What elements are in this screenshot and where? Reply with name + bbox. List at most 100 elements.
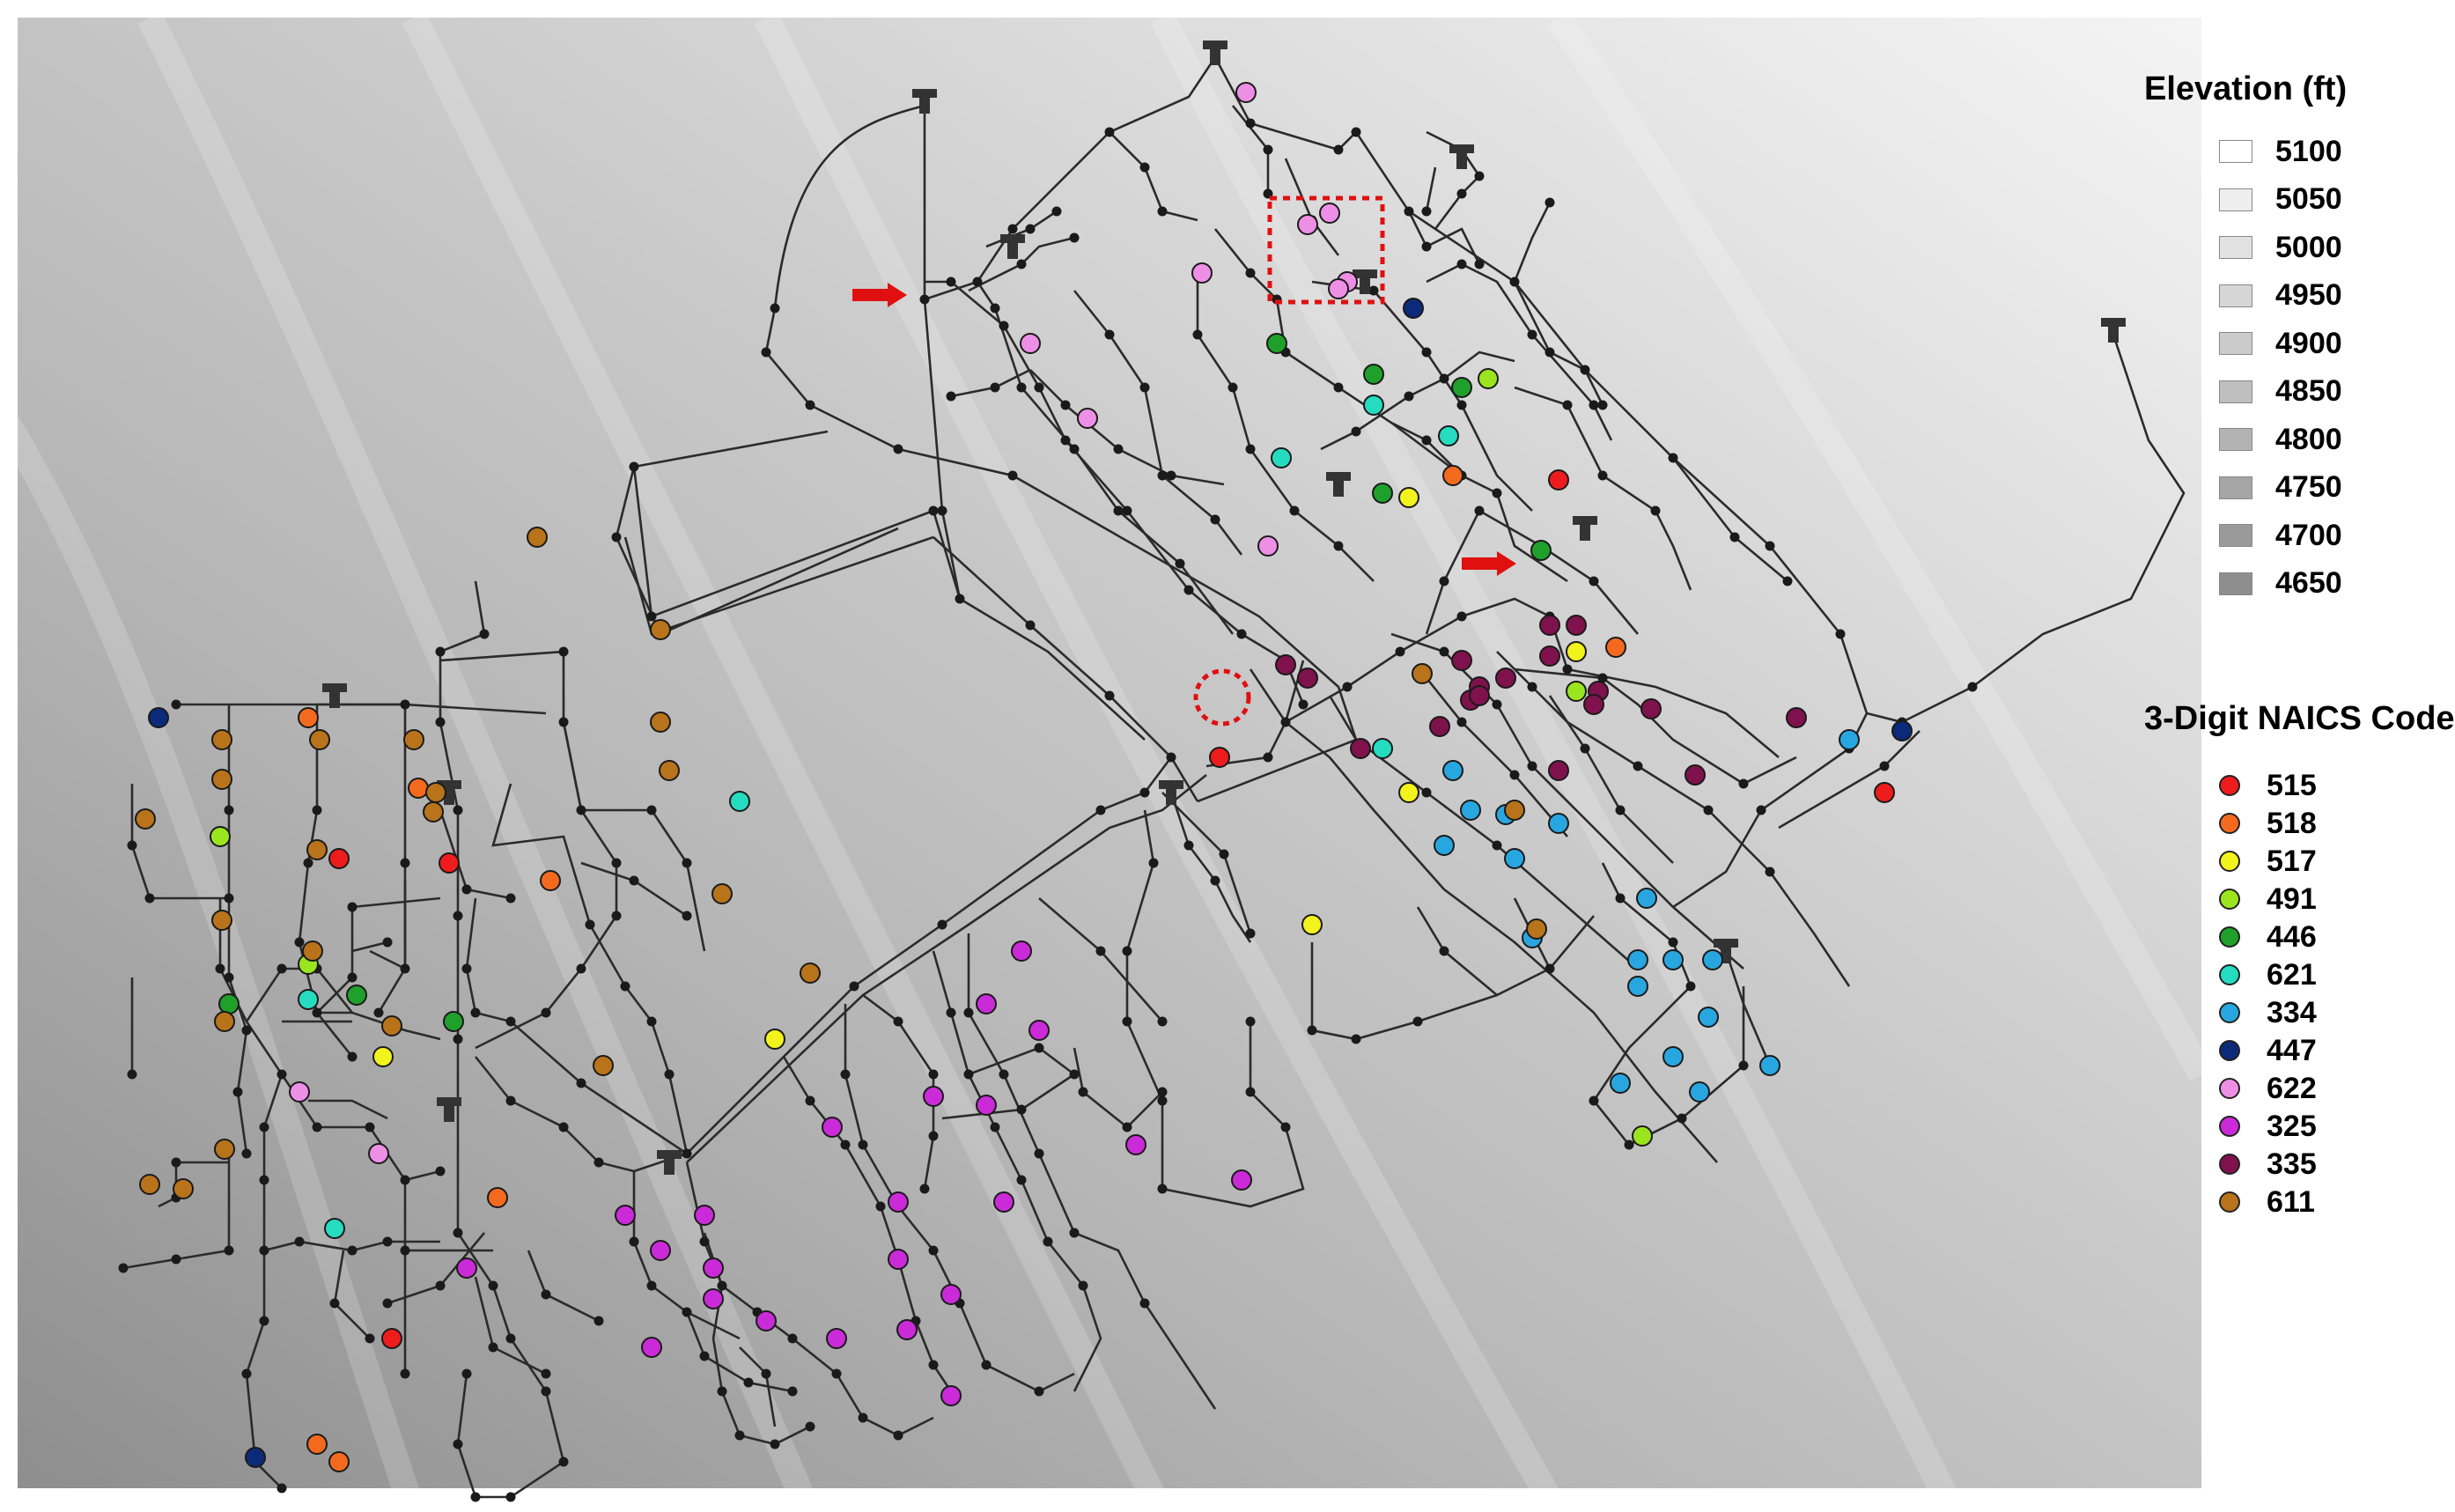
facility-node — [1566, 615, 1587, 636]
junction-node — [1668, 453, 1678, 463]
pipe-segment — [1320, 350, 1515, 451]
pipe-segment — [308, 1099, 388, 1120]
naics-legend-label: 621 — [2267, 957, 2317, 992]
pipe-segment — [1425, 677, 1568, 837]
facility-node — [1478, 368, 1499, 389]
facility-node — [1662, 1046, 1684, 1067]
facility-node — [1662, 949, 1684, 970]
junction-node — [831, 1368, 842, 1379]
junction-node — [461, 884, 472, 895]
pipe-segment — [298, 704, 354, 1058]
junction-node — [1782, 576, 1793, 586]
pipe-segment — [1205, 660, 1305, 768]
facility-node — [218, 993, 240, 1014]
facility-node — [1469, 685, 1490, 706]
junction-node — [1157, 470, 1168, 481]
facility-node — [822, 1117, 843, 1138]
red-arrow-pointer — [1462, 551, 1516, 576]
junction-node — [646, 1016, 657, 1027]
facility-node — [615, 1205, 636, 1226]
pipe-segment — [1073, 290, 1243, 556]
junction-node — [1148, 858, 1159, 868]
facility-node — [711, 883, 733, 904]
junction-node — [505, 1095, 516, 1106]
elevation-legend-item: 5000 — [2219, 228, 2342, 267]
pipe-segment — [1866, 334, 2186, 724]
junction-node — [1157, 1087, 1168, 1097]
junction-node — [400, 1368, 410, 1379]
junction-node — [1016, 1104, 1027, 1115]
tank-stem — [1333, 481, 1344, 497]
facility-node — [1605, 637, 1626, 658]
junction-node — [805, 1421, 815, 1432]
tank-stem — [1721, 948, 1731, 963]
tank-icons — [322, 41, 2126, 1175]
tank-top — [1000, 234, 1025, 243]
facility-node — [756, 1310, 777, 1331]
junction-node — [1139, 1298, 1150, 1309]
junction-node — [629, 875, 639, 886]
facility-node — [1627, 949, 1648, 970]
facility-node — [210, 826, 231, 847]
junction-node — [629, 1236, 639, 1247]
junction-node — [928, 505, 939, 516]
tank-top — [657, 1150, 682, 1159]
junction-node — [629, 461, 639, 472]
facility-node — [1759, 1055, 1780, 1076]
junction-node — [682, 1148, 692, 1159]
dotted-highlight-box — [1267, 195, 1385, 305]
facility-node — [1020, 333, 1041, 354]
elevation-swatch — [2219, 380, 2252, 403]
naics-legend-item: 491 — [2219, 880, 2317, 918]
junction-node — [1280, 1122, 1291, 1132]
pipe-segment — [351, 940, 388, 953]
junction-node — [990, 303, 1000, 313]
junction-node — [505, 1016, 516, 1027]
facility-node — [211, 729, 232, 750]
dotted-highlight-circle — [1193, 668, 1251, 726]
annotations — [852, 195, 1516, 726]
facility-node — [703, 1258, 724, 1279]
junction-node — [1043, 1236, 1053, 1247]
junction-node — [400, 1245, 410, 1256]
facility-node — [976, 993, 997, 1014]
elevation-swatch — [2219, 236, 2252, 259]
junction-node — [743, 1377, 754, 1388]
facility-node — [1328, 278, 1349, 299]
junction-node — [1509, 770, 1520, 780]
junction-node — [717, 1386, 727, 1397]
pipe-segment — [317, 1011, 441, 1041]
junction-node — [1078, 1280, 1088, 1291]
tank-icon — [322, 683, 347, 708]
naics-legend-label: 446 — [2267, 919, 2317, 954]
elevation-swatch — [2219, 284, 2252, 307]
junction-node — [347, 1245, 358, 1256]
facility-node — [1350, 738, 1371, 759]
junction-node — [972, 277, 983, 287]
tank-icon — [1159, 780, 1183, 805]
facility-node — [1438, 425, 1459, 446]
facility-node — [1372, 738, 1393, 759]
junction-node — [919, 1184, 930, 1194]
facility-node — [1640, 698, 1662, 719]
junction-node — [400, 1175, 410, 1185]
junction-node — [1245, 928, 1256, 939]
junction-node — [118, 1263, 129, 1273]
junction-node — [770, 1439, 780, 1449]
junction-node — [541, 1386, 551, 1397]
facility-node — [1451, 650, 1472, 671]
tank-top — [2101, 318, 2126, 327]
junction-node — [1474, 505, 1485, 516]
elevation-legend-label: 4650 — [2275, 566, 2342, 600]
junction-node — [435, 1166, 446, 1176]
facility-node — [729, 791, 750, 812]
junction-node — [1025, 620, 1036, 631]
junction-node — [990, 1122, 1000, 1132]
facility-node — [298, 707, 319, 728]
naics-legend-label: 611 — [2267, 1184, 2315, 1219]
facility-node — [346, 985, 367, 1006]
tank-stem — [1007, 243, 1018, 259]
junction-node — [365, 1122, 375, 1132]
junction-node — [893, 1016, 903, 1027]
naics-dot — [2219, 813, 2240, 834]
